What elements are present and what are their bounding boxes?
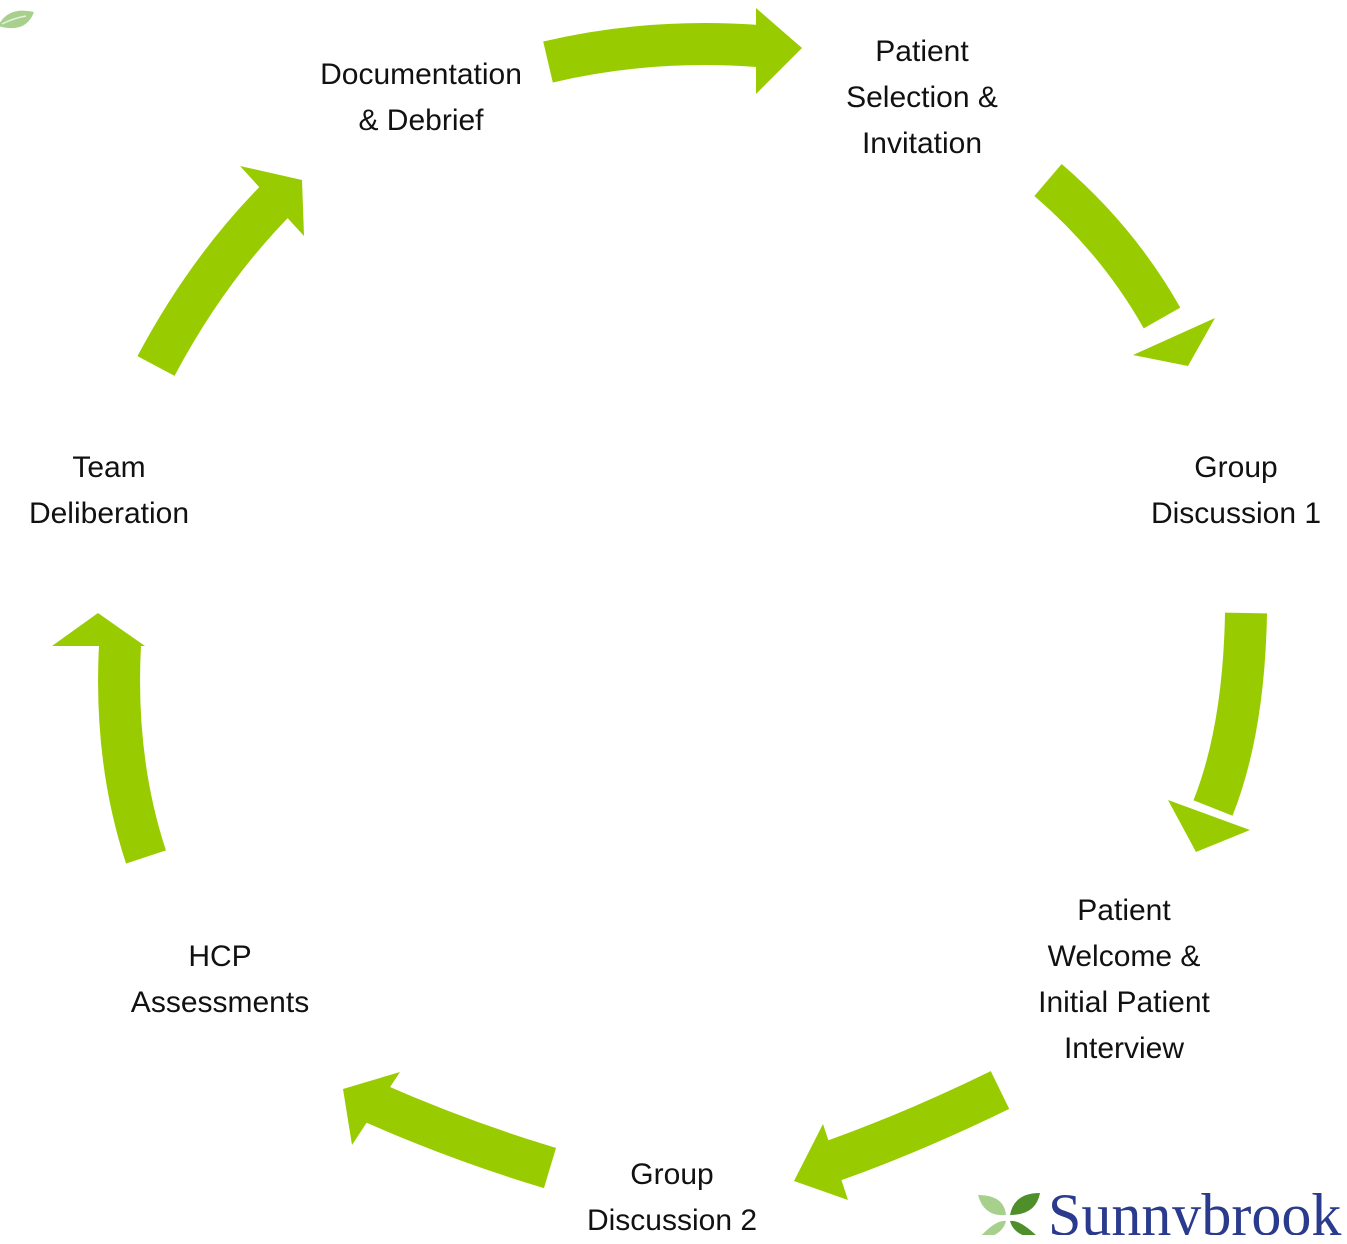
- step-line: Discussion 2: [586, 1204, 758, 1237]
- step-line: Invitation: [861, 127, 983, 160]
- leaf-icon: [0, 10, 34, 29]
- step-line: Welcome &: [1047, 940, 1201, 973]
- step-line: Initial Patient: [1038, 986, 1210, 1019]
- step-line: & Debrief: [358, 104, 484, 137]
- brand-logo: Sunnybrook: [972, 1183, 1347, 1235]
- step-line: Assessments: [130, 986, 310, 1019]
- step-team-deliberation: Team Deliberation: [29, 445, 189, 537]
- arrow-deliberation-to-documentation: [52, 613, 166, 864]
- arrow-discussion2-to-assessments: [794, 1071, 1010, 1200]
- step-group-discussion-1: Group Discussion 1: [1151, 445, 1321, 537]
- brand-name: Sunnybrook: [1048, 1183, 1342, 1235]
- arrow-documentation-to-selection: [137, 166, 304, 376]
- step-group-discussion-2: Group Discussion 2: [587, 1152, 757, 1244]
- step-patient-selection: Patient Selection & Invitation: [846, 29, 998, 167]
- step-patient-welcome: Patient Welcome & Initial Patient Interv…: [1038, 888, 1210, 1072]
- step-line: Team: [72, 451, 146, 484]
- arrow-selection-to-discussion1: [543, 8, 802, 94]
- step-hcp-assessments: HCP Assessments: [131, 934, 309, 1026]
- arrow-assessments-to-deliberation: [343, 1072, 557, 1189]
- step-line: Selection &: [846, 81, 998, 114]
- step-line: Interview: [1063, 1032, 1185, 1065]
- step-line: Group: [630, 1158, 714, 1191]
- step-line: Group: [1194, 451, 1278, 484]
- arrow-welcome-to-discussion2: [1168, 612, 1267, 852]
- step-line: Patient: [1077, 894, 1171, 927]
- step-line: Patient: [875, 35, 969, 68]
- step-line: Discussion 1: [1150, 497, 1322, 530]
- leaf-logo-icon: [978, 1193, 1040, 1235]
- step-documentation-debrief: Documentation & Debrief: [320, 52, 522, 144]
- step-line: Documentation: [320, 58, 522, 91]
- arrow-discussion1-to-welcome: [1034, 164, 1215, 366]
- step-line: HCP: [188, 940, 252, 973]
- step-line: Deliberation: [28, 497, 190, 530]
